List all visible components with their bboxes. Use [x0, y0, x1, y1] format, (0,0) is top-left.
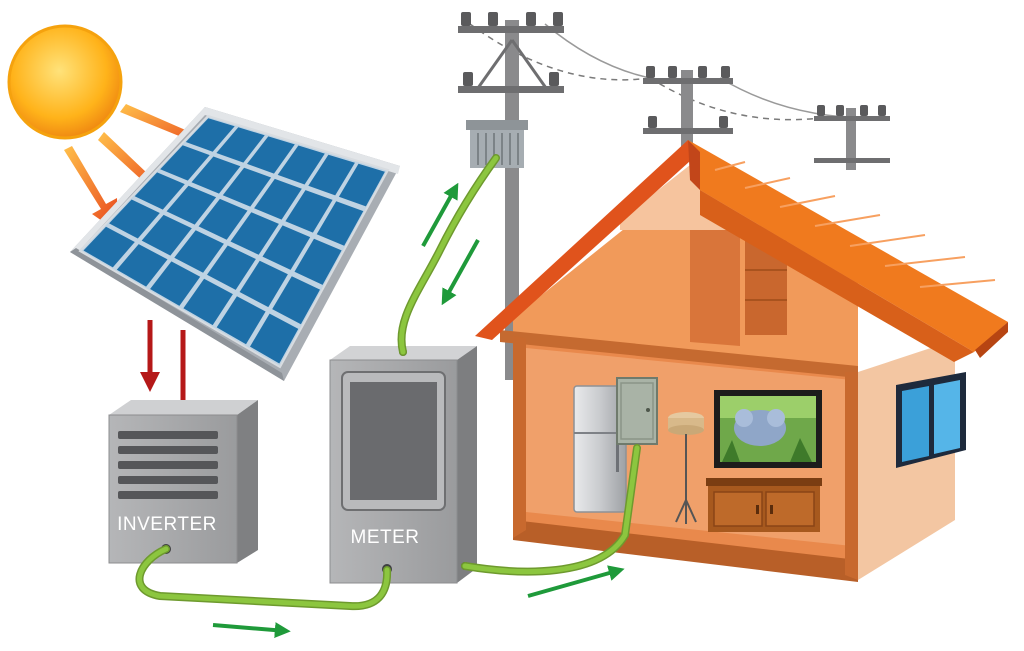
utility-pole-icon: [814, 105, 890, 170]
panel-cell: [277, 145, 325, 185]
panel-cell: [285, 190, 333, 233]
flow-arrow-to-meter: [212, 622, 291, 639]
television-icon: [714, 390, 822, 468]
utility-pole-icon: [458, 12, 564, 380]
tv-cabinet-icon: [706, 478, 822, 532]
panel-cell: [207, 245, 256, 290]
panel-cell: [83, 226, 135, 268]
floor-lamp-icon: [668, 412, 704, 524]
panel-cell: [230, 212, 279, 255]
window-icon: [896, 372, 966, 468]
panel-cell: [174, 230, 224, 273]
meter-icon: METER: [329, 346, 477, 584]
panel-cell: [185, 118, 235, 152]
sun-icon: [7, 24, 123, 140]
flow-arrow-from-grid: [441, 239, 480, 306]
inverter-vent: [118, 431, 218, 499]
panel-cell: [160, 145, 210, 181]
panel-cell: [150, 261, 201, 306]
inverter-icon: INVERTER: [108, 400, 258, 564]
panel-cell: [183, 278, 233, 326]
flow-arrows: [212, 182, 625, 639]
panel-cell: [109, 199, 160, 239]
panel-cell: [247, 136, 295, 174]
inverter-label: INVERTER: [117, 514, 217, 535]
panel-cell: [198, 198, 248, 240]
panel-cell: [272, 276, 320, 325]
breaker-box-icon: [616, 377, 658, 445]
panel-cells: [83, 118, 385, 364]
panel-cell: [338, 163, 385, 207]
panel-cell: [116, 244, 168, 287]
utility-pole-icon: [643, 66, 733, 160]
panel-cell: [141, 214, 192, 256]
panel-cell: [222, 167, 272, 207]
meter-label: METER: [351, 527, 420, 548]
panel-cell: [294, 238, 342, 285]
panel-cell: [216, 296, 266, 345]
solar-panel-icon: [70, 107, 400, 381]
flow-arrow-to-grid: [421, 182, 459, 247]
panel-cell: [250, 313, 299, 364]
ac-wires: [135, 154, 641, 611]
panel-cell: [191, 156, 241, 194]
panel-cell: [216, 127, 265, 163]
panel-cell: [254, 178, 302, 220]
panel-cell: [134, 172, 185, 210]
panel-cell: [262, 225, 311, 270]
utility-poles: [458, 12, 890, 380]
panel-cell: [308, 154, 355, 196]
panel-cell: [316, 201, 364, 246]
panel-cell: [166, 185, 217, 225]
house-icon: [475, 140, 1008, 582]
flow-arrow-to-house: [527, 565, 625, 598]
panel-cell: [239, 260, 288, 308]
